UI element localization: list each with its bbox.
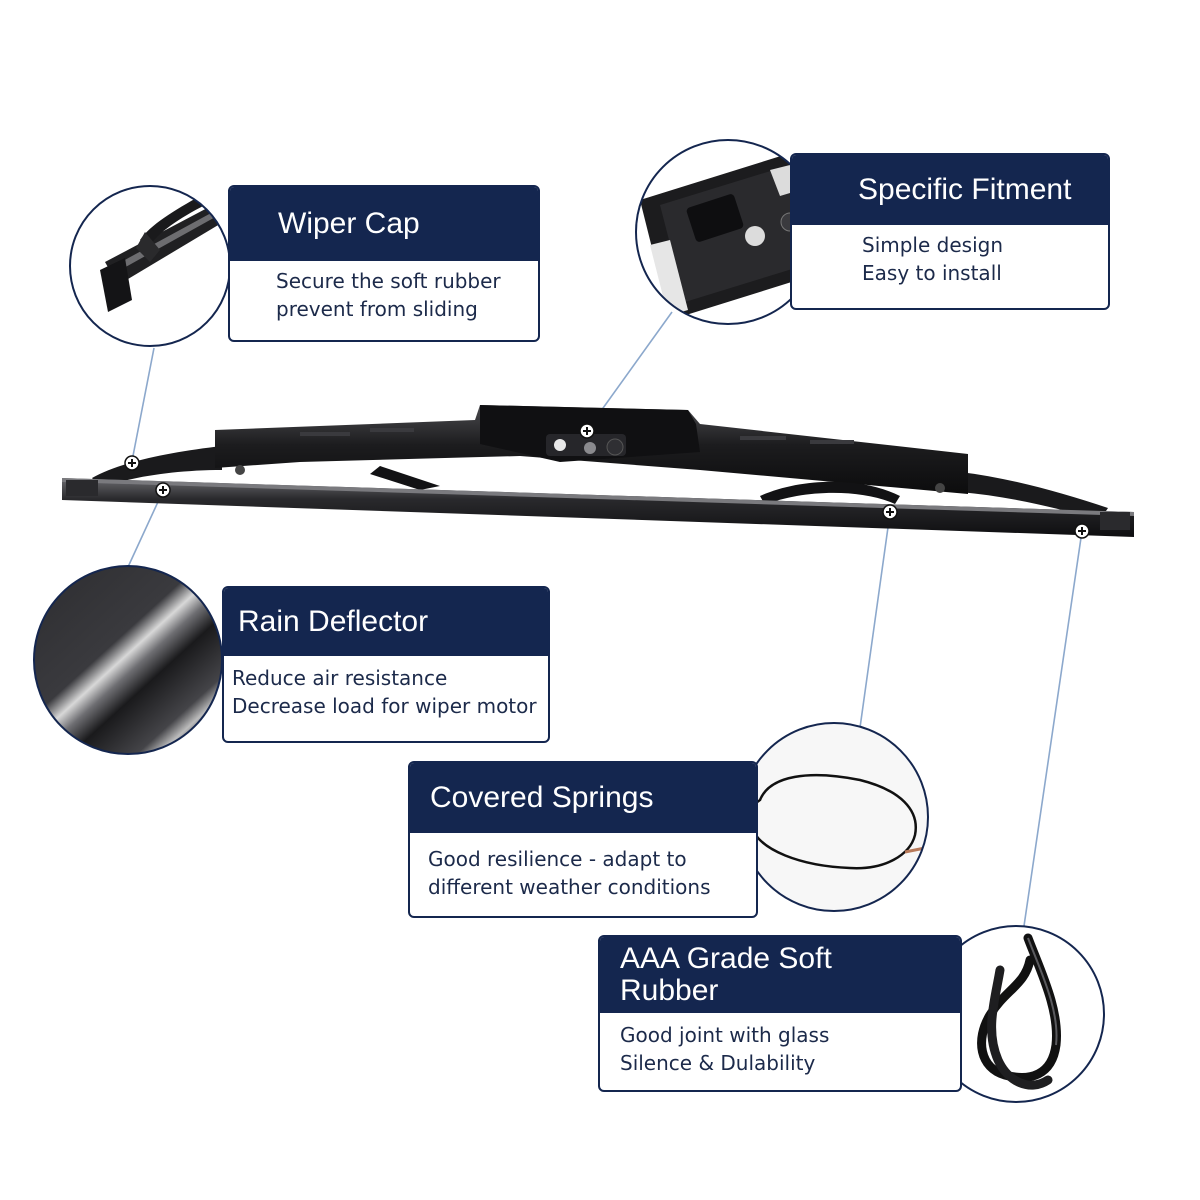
wiper-cap-closeup — [69, 185, 231, 347]
fitment-adapter-closeup — [635, 139, 821, 325]
feature-title: Rain Deflector — [224, 588, 548, 656]
feature-title: Covered Springs — [410, 763, 756, 833]
spring-closeup — [739, 722, 929, 912]
feature-line: Reduce air resistance — [232, 666, 448, 690]
feature-card-covered-springs: Covered Springs Good resilience - adapt … — [408, 761, 758, 918]
leader-line-springs — [857, 512, 891, 743]
feature-line: prevent from sliding — [276, 297, 478, 321]
wiper-blade-image — [62, 405, 1134, 539]
feature-card-wiper-cap: Wiper Cap Secure the soft rubber prevent… — [228, 185, 540, 342]
feature-title-line: AAA Grade Soft — [620, 942, 832, 975]
leader-line-rain — [127, 490, 164, 568]
feature-line: different weather conditions — [428, 875, 711, 899]
marker-points — [124, 423, 1090, 539]
feature-line: Good resilience - adapt to — [428, 847, 687, 871]
feature-line: Good joint with glass — [620, 1023, 830, 1047]
feature-line: Easy to install — [862, 261, 1002, 285]
feature-description: Good resilience - adapt to different wea… — [410, 833, 756, 901]
rubber-strip-closeup — [927, 925, 1105, 1103]
rain-deflector-closeup — [33, 565, 223, 755]
feature-description: Reduce air resistance Decrease load for … — [224, 656, 548, 720]
feature-line: Secure the soft rubber — [276, 269, 501, 293]
feature-card-specific-fitment: Specific Fitment Simple design Easy to i… — [790, 153, 1110, 310]
feature-description: Good joint with glass Silence & Dulabili… — [600, 1013, 960, 1077]
feature-description: Secure the soft rubber prevent from slid… — [230, 261, 538, 323]
feature-card-rain-deflector: Rain Deflector Reduce air resistance Dec… — [222, 586, 550, 743]
feature-title: AAA Grade Soft Rubber — [600, 937, 960, 1013]
feature-line: Silence & Dulability — [620, 1051, 816, 1075]
leader-line-wiper-cap — [131, 347, 155, 462]
leader-line-rubber — [1023, 530, 1083, 927]
feature-title: Wiper Cap — [230, 187, 538, 261]
feature-title-line: Rubber — [620, 974, 719, 1007]
feature-title: Specific Fitment — [792, 155, 1108, 225]
feature-description: Simple design Easy to install — [792, 225, 1108, 287]
feature-card-soft-rubber: AAA Grade Soft Rubber Good joint with gl… — [598, 935, 962, 1092]
feature-line: Decrease load for wiper motor — [232, 694, 537, 718]
feature-line: Simple design — [862, 233, 1003, 257]
